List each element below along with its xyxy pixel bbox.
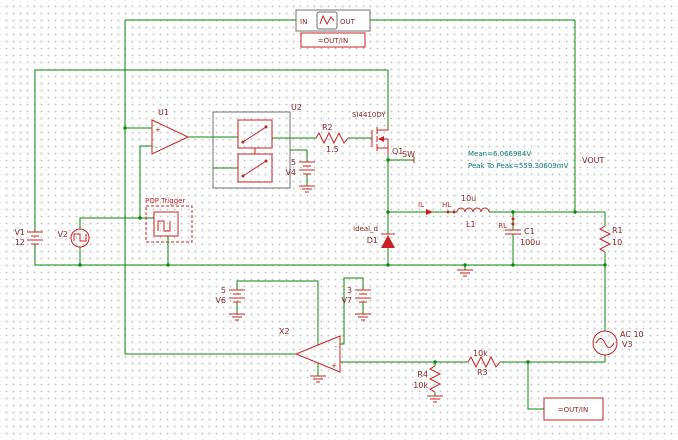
- component-v4[interactable]: 5 V4: [285, 158, 315, 177]
- component-u1[interactable]: U1 + -: [151, 108, 190, 155]
- u2-ref-label: U2: [291, 103, 302, 112]
- q1-ref-label: Q1: [392, 147, 403, 156]
- component-r3[interactable]: 10k R3: [467, 349, 501, 377]
- component-x2[interactable]: X2 - +: [279, 327, 341, 373]
- rl-probe-label: RL: [498, 222, 507, 230]
- v4-ref-label: V4: [285, 168, 296, 177]
- x2-plus-label: +: [331, 362, 337, 370]
- component-v1[interactable]: V1 12: [14, 228, 43, 247]
- wires[interactable]: [34, 19, 606, 410]
- v3-ref-label: V3: [622, 340, 633, 349]
- v7-value-label: 3: [347, 286, 352, 295]
- r2-ref-label: R2: [322, 123, 333, 132]
- v3-value-label: AC 10: [620, 330, 644, 339]
- q1-part-label: SI4410DY: [352, 111, 386, 119]
- v6-value-label: 5: [221, 286, 226, 295]
- d1-ref-label: D1: [367, 236, 378, 245]
- probe-bottom-expression: =OUT/IN: [558, 406, 588, 414]
- component-v6[interactable]: 5 V6: [215, 286, 245, 305]
- probe-out-label: OUT: [340, 18, 356, 26]
- ground-icon-v4[interactable]: [299, 185, 315, 193]
- l1-value-label: 10u: [461, 194, 476, 203]
- component-v3[interactable]: AC 10 V3: [592, 330, 644, 356]
- component-r4[interactable]: R4 10k: [413, 365, 442, 393]
- junction-dots: [78, 126, 607, 364]
- r3-value-label: 10k: [473, 349, 488, 358]
- r4-ref-label: R4: [417, 370, 428, 379]
- ground-icon-x2[interactable]: [310, 375, 326, 383]
- r2-value-label: 1.5: [326, 145, 339, 154]
- waveform-icon: [316, 11, 338, 30]
- vout-net-label: VOUT: [582, 156, 604, 165]
- sw-net-label: SW: [402, 150, 415, 159]
- mean-annotation: Mean=6.066984V: [468, 150, 531, 158]
- v4-value-label: 5: [291, 158, 296, 167]
- hl-probe-label: HL: [442, 201, 451, 209]
- pop-trigger-label: POP Trigger: [145, 197, 185, 205]
- v6-ref-label: V6: [215, 296, 226, 305]
- v2-ref-label: V2: [57, 230, 68, 239]
- x2-minus-label: -: [334, 343, 337, 351]
- ground-icon-r4[interactable]: [427, 395, 443, 403]
- ground-icon-v6[interactable]: [229, 313, 245, 321]
- component-r1[interactable]: R1 10: [598, 225, 623, 253]
- c1-ref-label: C1: [524, 227, 535, 236]
- bode-probe-bottom[interactable]: =OUT/IN: [543, 397, 604, 421]
- component-v7[interactable]: 3 V7: [341, 286, 371, 305]
- u1-minus-label: -: [155, 144, 158, 152]
- r1-ref-label: R1: [612, 226, 623, 235]
- component-v2[interactable]: V2: [57, 228, 90, 248]
- component-pop-trigger[interactable]: POP Trigger: [145, 197, 193, 243]
- v1-ref-label: V1: [14, 228, 25, 237]
- r4-value-label: 10k: [413, 381, 428, 390]
- component-q1[interactable]: SI4410DY Q1: [352, 111, 403, 156]
- x2-ref-label: X2: [279, 327, 290, 336]
- ground-icon-main[interactable]: [457, 269, 473, 277]
- r3-ref-label: R3: [477, 368, 488, 377]
- probe-top-expression: =OUT/IN: [318, 37, 348, 45]
- probe-rl[interactable]: RL: [498, 217, 515, 231]
- probe-in-label: IN: [300, 18, 307, 26]
- v1-value-label: 12: [15, 238, 25, 247]
- component-l1[interactable]: 10u L1: [456, 194, 490, 229]
- probe-hl[interactable]: HL: [442, 201, 456, 214]
- u1-ref-label: U1: [158, 108, 169, 117]
- r1-value-label: 10: [612, 238, 622, 247]
- component-u2[interactable]: U2: [212, 103, 302, 189]
- bode-probe-top[interactable]: IN OUT =OUT/IN: [295, 9, 371, 48]
- u1-plus-label: +: [155, 126, 161, 134]
- component-c1[interactable]: C1 100u: [505, 227, 540, 247]
- probe-il[interactable]: IL: [418, 201, 433, 215]
- component-r2[interactable]: R2 1.5: [315, 123, 349, 154]
- il-probe-label: IL: [418, 201, 424, 209]
- v7-ref-label: V7: [341, 296, 352, 305]
- d1-model-label: ideal_d: [353, 225, 378, 233]
- component-d1[interactable]: ideal_d D1: [353, 225, 395, 248]
- l1-ref-label: L1: [466, 220, 476, 229]
- ground-icon-v7[interactable]: [355, 313, 371, 321]
- c1-value-label: 100u: [520, 238, 540, 247]
- peak-annotation: Peak To Peak=559.30609mV: [468, 162, 569, 170]
